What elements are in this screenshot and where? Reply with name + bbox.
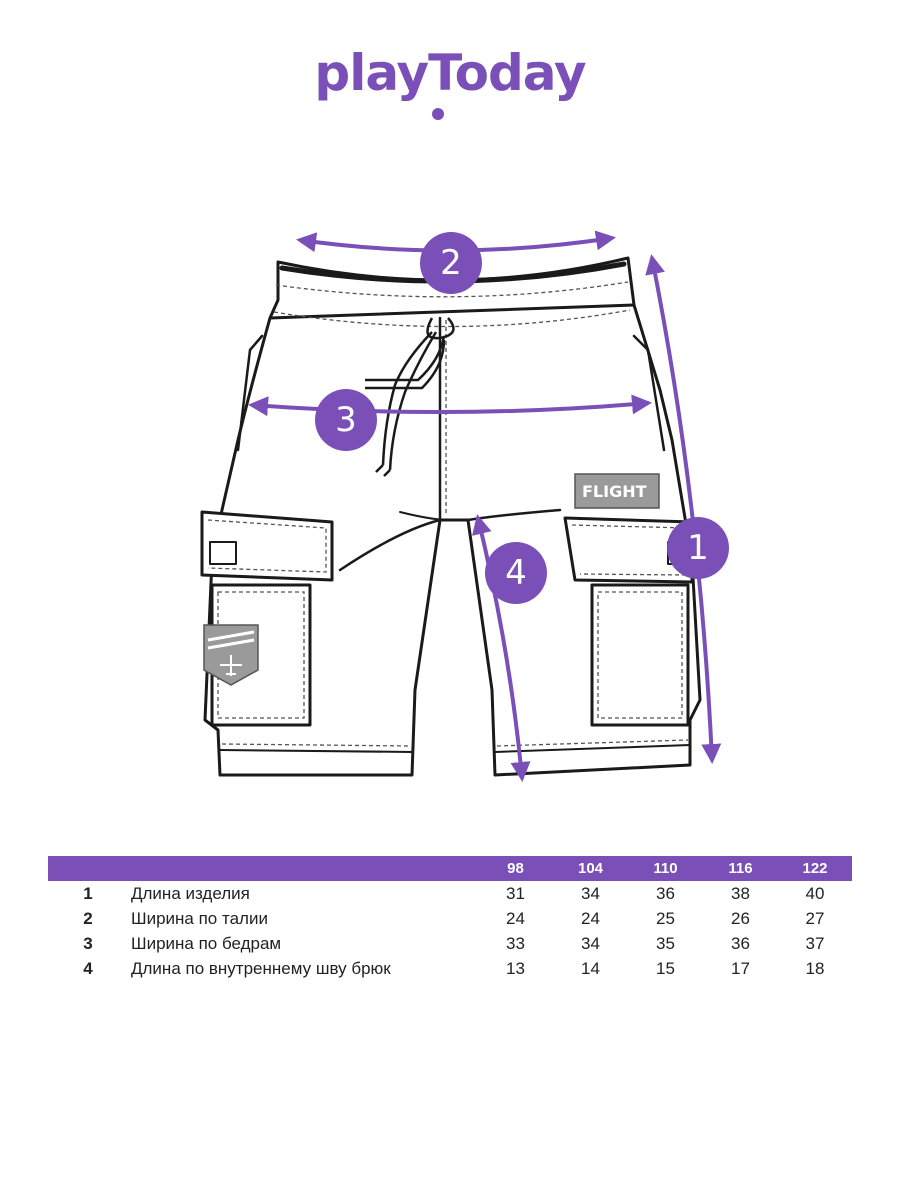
brand-logo: playToday: [314, 44, 586, 102]
row-value: 38: [731, 883, 750, 903]
row-label: Ширина по бедрам: [131, 933, 282, 953]
shorts-outline: [200, 256, 702, 777]
drawstring: [365, 317, 455, 477]
shorts-diagram: FLIGHT: [200, 230, 729, 782]
row-value: 36: [731, 933, 750, 953]
size-header: 122: [778, 856, 852, 881]
size-header: 116: [703, 856, 778, 881]
row-number: 2: [83, 908, 93, 928]
row-label: Длина по внутреннему шву брюк: [131, 958, 391, 978]
size-table: 98 104 110 116 122 1 Длина изделия 31 34…: [48, 856, 852, 981]
row-value: 24: [506, 908, 525, 928]
marker-4-label: 4: [505, 553, 527, 593]
row-value: 40: [805, 883, 825, 903]
patch-text: FLIGHT: [582, 482, 647, 501]
row-value: 24: [581, 908, 600, 928]
row-value: 36: [656, 883, 675, 903]
row-value: 14: [581, 958, 600, 978]
row-value: 25: [656, 908, 675, 928]
row-number: 3: [83, 933, 93, 953]
row-value: 31: [506, 883, 525, 903]
marker-2-circle: [420, 232, 482, 294]
flight-academy-patch: FLIGHT: [574, 473, 660, 509]
row-value: 33: [506, 933, 525, 953]
marker-4-circle: [485, 542, 547, 604]
row-number: 1: [83, 883, 93, 903]
row-value: 18: [805, 958, 825, 978]
marker-3-circle: [315, 389, 377, 451]
row-value: 37: [805, 933, 825, 953]
marker-2-label: 2: [440, 243, 462, 283]
hip-arrow: [248, 394, 652, 417]
measurement-arrows: [248, 230, 722, 782]
size-header-row: 98 104 110 116 122: [48, 856, 852, 881]
row-value: 13: [506, 958, 525, 978]
row-label: Ширина по талии: [131, 908, 268, 928]
table-row: 4 Длина по внутреннему шву брюк 13 14 15…: [48, 956, 852, 981]
row-value: 34: [581, 933, 600, 953]
table-row: 3 Ширина по бедрам 33 34 35 36 37: [48, 931, 852, 956]
inseam-arrow: [472, 514, 531, 782]
marker-1-circle: [667, 517, 729, 579]
row-number: 4: [83, 958, 93, 978]
size-header: 98: [478, 856, 553, 881]
marker-3-label: 3: [335, 400, 357, 440]
length-arrow: [645, 254, 722, 764]
row-value: 15: [656, 958, 675, 978]
airplane-badge-icon: [203, 624, 259, 686]
row-value: 34: [581, 883, 600, 903]
marker-1-label: 1: [687, 528, 709, 568]
header-blank: [48, 856, 128, 881]
row-label: Длина изделия: [131, 883, 250, 903]
table-row: 1 Длина изделия 31 34 36 38 40: [48, 881, 852, 906]
size-header: 110: [628, 856, 703, 881]
brand-logo-dot: [432, 108, 444, 120]
row-value: 35: [656, 933, 675, 953]
size-header: 104: [553, 856, 628, 881]
table-row: 2 Ширина по талии 24 24 25 26 27: [48, 906, 852, 931]
row-value: 26: [731, 908, 750, 928]
row-value: 17: [731, 958, 750, 978]
header-blank: [128, 856, 478, 881]
row-value: 27: [805, 908, 825, 928]
